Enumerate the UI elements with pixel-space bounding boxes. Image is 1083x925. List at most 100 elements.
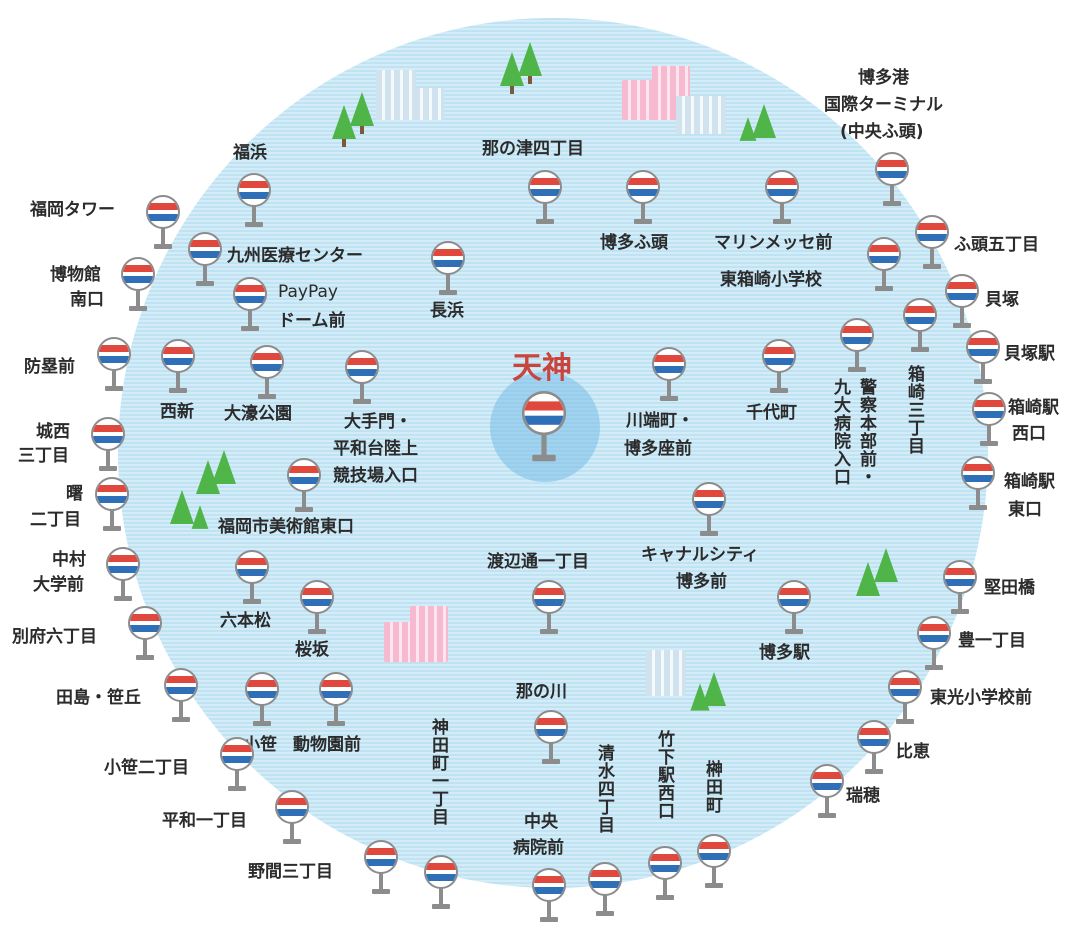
stop-label: 大濠公園 — [224, 404, 292, 424]
stop-label: 渡辺通一丁目 — [487, 552, 589, 572]
building-icon — [410, 606, 448, 662]
bus-stop[interactable] — [146, 195, 180, 251]
stop-label: 動物園前 — [293, 735, 361, 755]
bus-stop[interactable] — [237, 173, 271, 229]
bus-stop[interactable] — [233, 277, 267, 333]
bus-stop[interactable] — [106, 547, 140, 603]
stop-label: 田島・笹丘 — [56, 688, 141, 708]
bus-stop[interactable] — [810, 764, 844, 820]
stop-label: 竹下駅西口 — [654, 730, 674, 820]
bus-stop[interactable] — [275, 790, 309, 846]
bus-stop[interactable] — [161, 339, 195, 395]
bus-stop[interactable] — [777, 580, 811, 636]
stop-label: 中央 — [524, 812, 558, 832]
bus-stop[interactable] — [692, 482, 726, 538]
bus-stop[interactable] — [319, 672, 353, 728]
stop-label: 長浜 — [430, 301, 464, 321]
stop-label: 博多駅 — [759, 643, 810, 663]
bus-stop[interactable] — [364, 840, 398, 896]
stop-label: 貝塚駅 — [1004, 344, 1055, 364]
stop-label: 箱崎三丁目 — [904, 365, 924, 455]
stop-label: 東箱崎小学校 — [720, 270, 822, 290]
stop-label: 城西 — [36, 422, 70, 442]
stop-label: マリンメッセ前 — [714, 233, 833, 253]
stop-label: 警察本部前・ — [856, 378, 876, 486]
stop-label: 大学前 — [33, 575, 84, 595]
bus-stop[interactable] — [762, 339, 796, 395]
stop-label: 千代町 — [746, 403, 797, 423]
bus-stop[interactable] — [220, 737, 254, 793]
stop-label: 東口 — [1008, 500, 1042, 520]
bus-stop[interactable] — [972, 392, 1006, 448]
bus-stop[interactable] — [840, 318, 874, 374]
stop-label: 博多前 — [676, 572, 727, 592]
stop-label: 中村 — [52, 550, 86, 570]
bus-stop[interactable] — [626, 170, 660, 226]
stop-label: 西新 — [160, 402, 194, 422]
stop-label: 福岡市美術館東口 — [218, 517, 354, 537]
building-icon — [414, 88, 444, 120]
bus-stop[interactable] — [943, 560, 977, 616]
stop-label: 那の川 — [516, 682, 567, 702]
building-icon — [646, 650, 686, 696]
bus-stop[interactable] — [345, 350, 379, 406]
stop-label: 九大病院入口 — [830, 378, 850, 486]
stop-label: 野間三丁目 — [248, 862, 333, 882]
bus-stop[interactable] — [966, 330, 1000, 386]
bus-stop[interactable] — [528, 170, 562, 226]
bus-stop[interactable] — [652, 347, 686, 403]
bus-stop[interactable] — [245, 672, 279, 728]
stop-label: 箱崎駅 — [1004, 472, 1055, 492]
stop-label: 貝塚 — [985, 290, 1019, 310]
bus-stop[interactable] — [945, 274, 979, 330]
stop-label: PayPay — [278, 282, 338, 302]
bus-stop[interactable] — [95, 477, 129, 533]
stop-label: 平和一丁目 — [162, 811, 247, 831]
bus-stop[interactable] — [588, 862, 622, 918]
bus-stop[interactable] — [188, 232, 222, 288]
bus-stop[interactable] — [903, 298, 937, 354]
bus-stop[interactable] — [250, 345, 284, 401]
bus-stop[interactable] — [235, 550, 269, 606]
stop-label: 博多座前 — [624, 439, 692, 459]
bus-stop[interactable] — [915, 215, 949, 271]
stop-label: 桜坂 — [295, 640, 329, 660]
stop-label: 曙 — [66, 484, 83, 504]
stop-label: 博多ふ頭 — [600, 233, 668, 253]
bus-stop[interactable] — [697, 834, 731, 890]
bus-stop[interactable] — [648, 846, 682, 902]
stop-label: 国際ターミナル — [824, 95, 943, 115]
bus-stop[interactable] — [961, 456, 995, 512]
stop-label: 箱崎駅 — [1008, 398, 1059, 418]
stop-label: 清水四丁目 — [594, 744, 614, 834]
bus-stop[interactable] — [121, 257, 155, 313]
bus-stop[interactable] — [164, 668, 198, 724]
bus-stop[interactable] — [97, 337, 131, 393]
bus-stop[interactable] — [888, 670, 922, 726]
stop-label: 競技場入口 — [333, 466, 418, 486]
bus-stop[interactable] — [424, 855, 458, 911]
bus-stop[interactable] — [532, 868, 566, 924]
stop-label: 瑞穂 — [846, 786, 880, 806]
bus-stop[interactable] — [431, 241, 465, 297]
bus-stop-tenjin[interactable] — [521, 391, 567, 464]
bus-stop[interactable] — [875, 152, 909, 208]
stop-label: 東光小学校前 — [930, 688, 1032, 708]
stop-label: 南口 — [70, 290, 104, 310]
stop-label: 那の津四丁目 — [482, 139, 584, 159]
bus-stop[interactable] — [287, 458, 321, 514]
bus-stop[interactable] — [917, 616, 951, 672]
bus-stop[interactable] — [128, 606, 162, 662]
stop-label: ふ頭五丁目 — [954, 235, 1039, 255]
bus-stop[interactable] — [532, 580, 566, 636]
bus-stop[interactable] — [91, 417, 125, 473]
bus-stop[interactable] — [765, 170, 799, 226]
bus-stop[interactable] — [857, 720, 891, 776]
stop-label: 九州医療センター — [227, 246, 363, 266]
bus-stop[interactable] — [534, 710, 568, 766]
stop-label: 神田町一丁目 — [428, 718, 448, 826]
bus-stop[interactable] — [300, 580, 334, 636]
stop-label: 別府六丁目 — [12, 627, 97, 647]
bus-stop[interactable] — [867, 237, 901, 293]
